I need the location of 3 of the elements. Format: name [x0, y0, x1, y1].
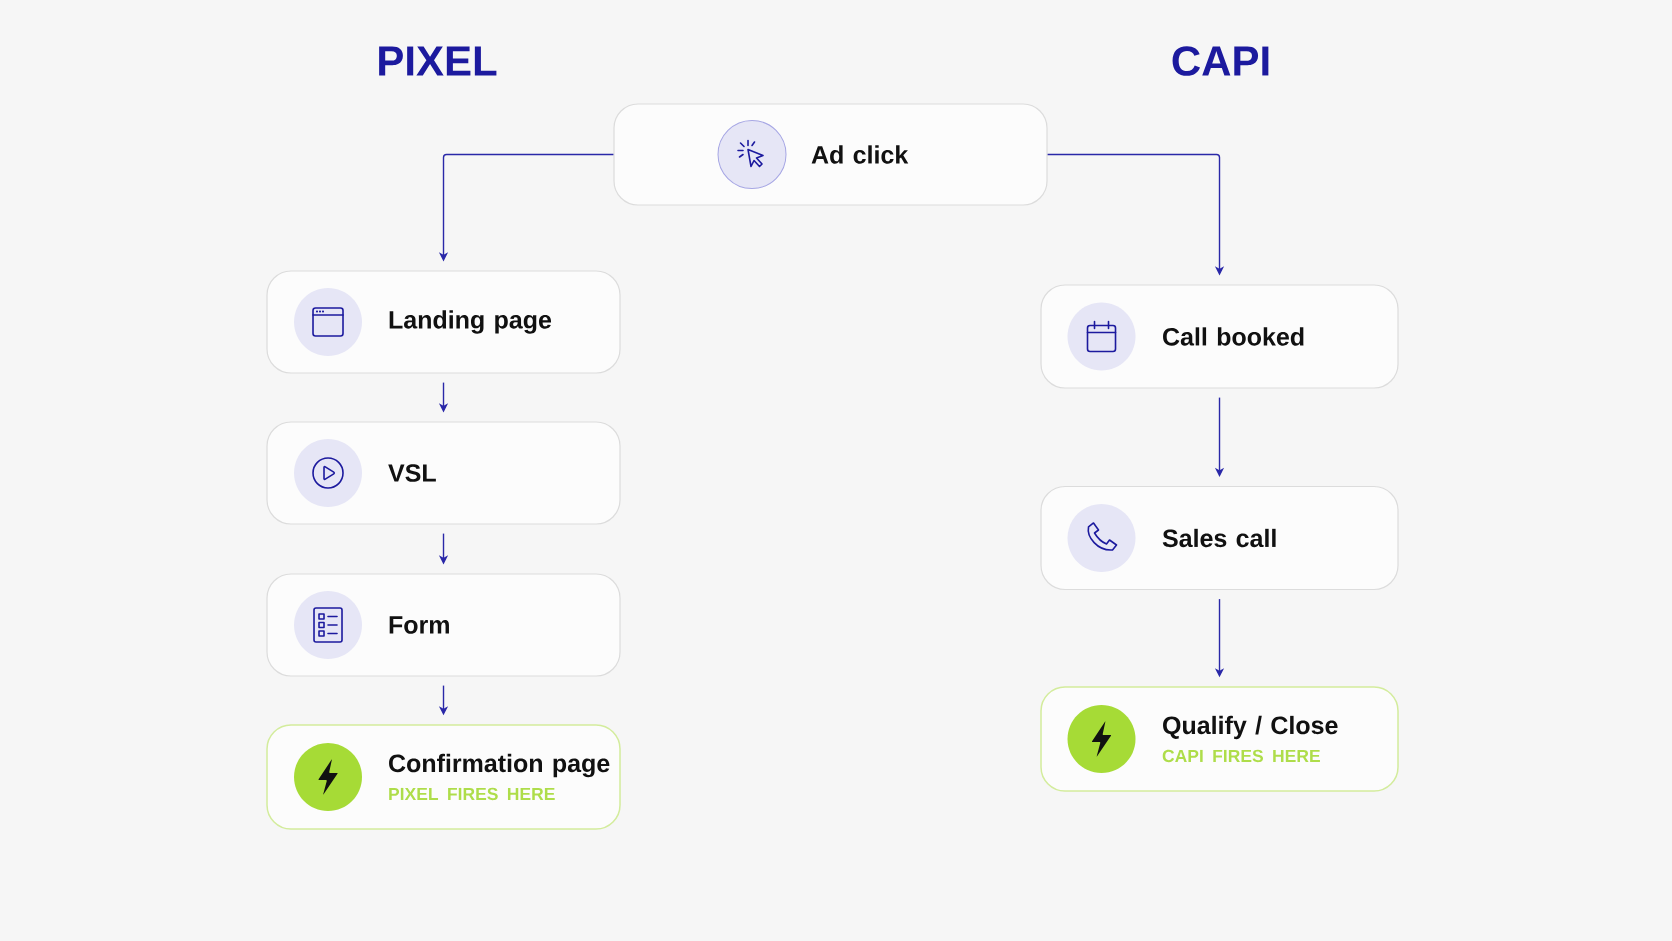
step-box: Ad click — [613, 103, 1048, 206]
column-heading: PIXEL — [379, 46, 497, 76]
column-heading: CAPI — [1172, 46, 1269, 76]
